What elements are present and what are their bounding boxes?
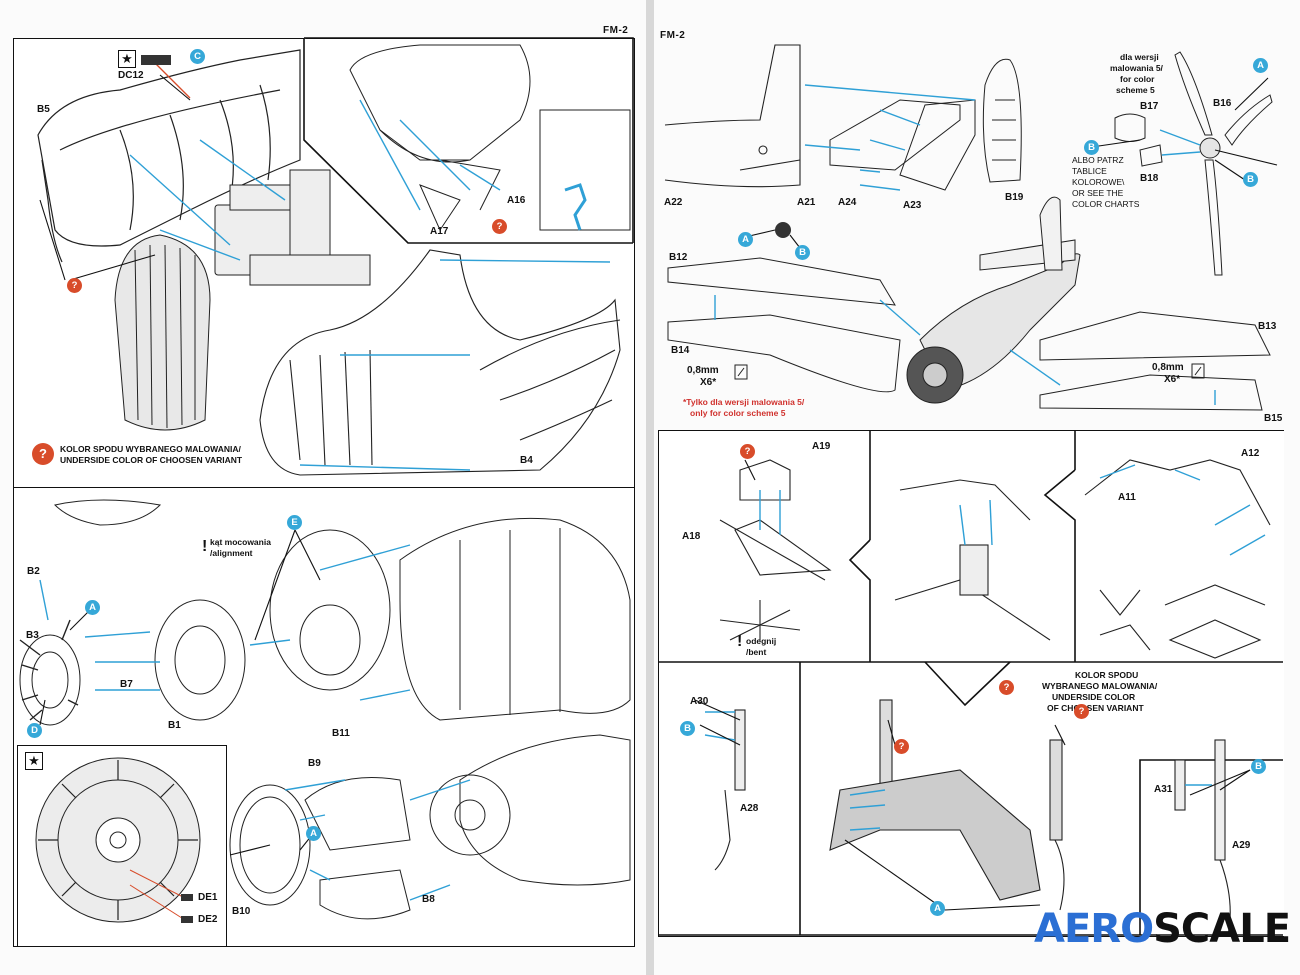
label-b7: B7	[120, 679, 133, 690]
label-b9: B9	[308, 758, 321, 769]
label-a11: A11	[1118, 492, 1136, 503]
drill-size-right: 0,8mm	[1152, 362, 1184, 373]
label-a17: A17	[430, 226, 449, 237]
callout-question-gear: ?	[740, 444, 755, 459]
decal-swatch-de2	[181, 916, 193, 923]
label-a19: A19	[812, 441, 831, 452]
page-spine	[646, 0, 654, 975]
callout-a-gear: A	[930, 901, 945, 916]
label-de2: DE2	[198, 914, 218, 925]
star-marker-detail: ★	[25, 752, 43, 770]
drill-qty-left: X6*	[700, 377, 717, 388]
callout-c: C	[190, 49, 205, 64]
note-icon-question: ?	[32, 443, 54, 465]
callout-a-engine: A	[85, 600, 100, 615]
label-a23: A23	[903, 200, 922, 211]
label-a12: A12	[1241, 448, 1260, 459]
callout-question-2: ?	[492, 219, 507, 234]
label-a22: A22	[664, 197, 683, 208]
albo-note-line2: TABLICE	[1072, 166, 1107, 176]
decal-swatch-de1	[181, 894, 193, 901]
albo-note-line4: OR SEE THE	[1072, 188, 1124, 198]
callout-b-a30: B	[680, 721, 695, 736]
only-scheme5-line1: *Tylko dla wersji malowania 5/	[683, 397, 805, 407]
bend-note-line1: odegnij	[746, 636, 777, 646]
label-b18: B18	[1140, 173, 1159, 184]
callout-question-strut: ?	[894, 739, 909, 754]
aeroscale-logo: AEROSCALE	[1034, 906, 1291, 952]
drill-qty-right: X6*	[1164, 374, 1181, 385]
label-b17: B17	[1140, 101, 1159, 112]
label-b5: B5	[37, 104, 50, 115]
label-a29: A29	[1232, 840, 1251, 851]
callout-d: D	[27, 723, 42, 738]
callout-a-tailwheel: A	[738, 232, 753, 247]
bend-note-line2: /bent	[746, 647, 767, 657]
exclamation-icon-bend: !	[737, 633, 743, 650]
callout-b-a29: B	[1251, 759, 1266, 774]
label-b14: B14	[671, 345, 690, 356]
label-a30: A30	[690, 696, 709, 707]
label-a28: A28	[740, 803, 759, 814]
albo-note-line1: ALBO PATRZ	[1072, 155, 1124, 165]
label-a21: A21	[797, 197, 816, 208]
label-b8: B8	[422, 894, 435, 905]
label-dc12: DC12	[118, 70, 144, 81]
page-header-left: FM-2	[603, 25, 629, 36]
callout-b-prop: B	[1243, 172, 1258, 187]
step-frame-landing-gear	[658, 430, 1284, 937]
label-a18: A18	[682, 531, 701, 542]
label-b2: B2	[27, 566, 40, 577]
page-header-right: FM-2	[660, 30, 686, 41]
label-a16: A16	[507, 195, 526, 206]
scheme-note-line1: dla wersji	[1120, 52, 1159, 62]
callout-b-tailwheel: B	[795, 245, 810, 260]
label-b11: B11	[332, 728, 350, 739]
alignment-note-line2: /alignment	[210, 548, 253, 558]
callout-b-spinner: B	[1084, 140, 1099, 155]
alignment-note-line1: kąt mocowania	[210, 537, 271, 547]
label-b3: B3	[26, 630, 39, 641]
label-b12: B12	[669, 252, 688, 263]
label-b15: B15	[1264, 413, 1283, 424]
label-b13: B13	[1258, 321, 1277, 332]
underside-note-right-3: UNDERSIDE COLOR	[1052, 692, 1136, 702]
callout-a-cowling: A	[306, 826, 321, 841]
underside-note-right-1: KOLOR SPODU	[1075, 670, 1139, 680]
label-b19: B19	[1005, 192, 1024, 203]
only-scheme5-line2: only for color scheme 5	[690, 408, 786, 418]
albo-note-line5: COLOR CHARTS	[1072, 199, 1140, 209]
underside-note-right-2: WYBRANEGO MALOWANIA/	[1042, 681, 1158, 691]
scheme-note-line4: scheme 5	[1116, 85, 1155, 95]
underside-note-right-4: OF CHOOSEN VARIANT	[1047, 703, 1144, 713]
callout-question-leg: ?	[1074, 704, 1089, 719]
underside-note-line1: KOLOR SPODU WYBRANEGO MALOWANIA/	[60, 444, 241, 454]
scheme-note-line3: for color	[1120, 74, 1155, 84]
star-marker: ★	[118, 50, 136, 68]
label-b16: B16	[1213, 98, 1232, 109]
label-b1: B1	[168, 720, 181, 731]
underside-note-line2: UNDERSIDE COLOR OF CHOOSEN VARIANT	[60, 455, 243, 465]
callout-question-1: ?	[67, 278, 82, 293]
scheme-note-line2: malowania 5/	[1110, 63, 1163, 73]
label-de1: DE1	[198, 892, 218, 903]
callout-a-prop: A	[1253, 58, 1268, 73]
label-b10: B10	[232, 906, 251, 917]
exclamation-icon: !	[202, 538, 208, 555]
callout-e: E	[287, 515, 302, 530]
drill-size-left: 0,8mm	[687, 365, 719, 376]
callout-question-note: ?	[999, 680, 1014, 695]
albo-note-line3: KOLOROWE\	[1072, 177, 1125, 187]
decal-swatch-dc12	[141, 55, 171, 65]
label-b4: B4	[520, 455, 533, 466]
label-a31: A31	[1154, 784, 1173, 795]
label-a24: A24	[838, 197, 857, 208]
